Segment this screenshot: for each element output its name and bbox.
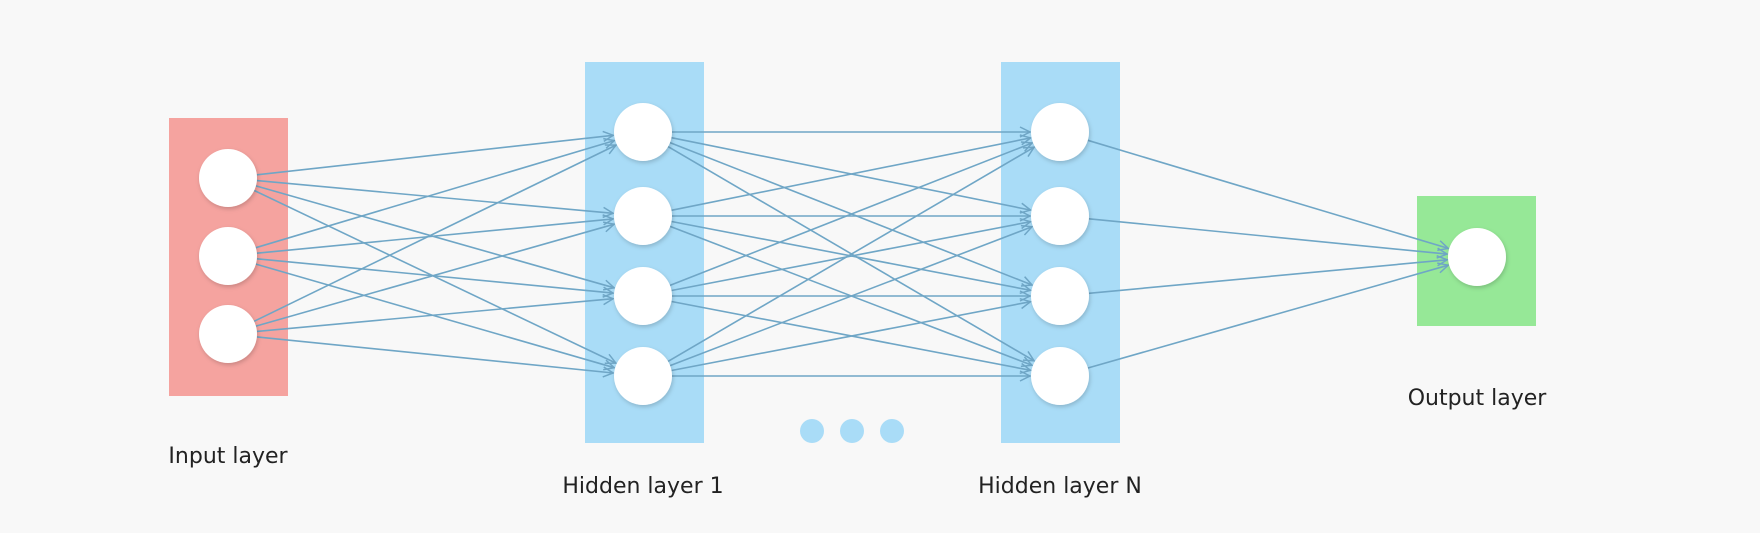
- ellipsis-dots: [800, 419, 904, 443]
- connection-arrow: [667, 147, 1034, 363]
- connection-arrow: [256, 336, 613, 373]
- hidden1-node: [614, 347, 672, 405]
- connection-arrow: [671, 138, 1030, 212]
- hiddenN-node: [1031, 103, 1089, 161]
- input-node: [199, 227, 257, 285]
- output-layer-label: Output layer: [1408, 386, 1548, 411]
- hidden1-node: [614, 187, 672, 245]
- connections: [253, 132, 1449, 376]
- connection-arrow: [1088, 218, 1447, 254]
- connection-arrow: [253, 145, 616, 323]
- connection-arrow: [1088, 260, 1447, 295]
- connection-arrow: [671, 302, 1031, 372]
- hiddenN-node: [1031, 267, 1089, 325]
- output-node: [1448, 228, 1506, 286]
- hidden-layer-1-label: Hidden layer 1: [562, 474, 723, 499]
- hidden1-node: [614, 267, 672, 325]
- ellipsis-dot: [800, 419, 824, 443]
- connection-arrow: [671, 222, 1031, 292]
- input-layer-label: Input layer: [168, 444, 288, 469]
- hiddenN-node: [1031, 347, 1089, 405]
- connection-arrow: [669, 143, 1032, 287]
- input-node: [199, 149, 257, 207]
- connection-arrow: [255, 263, 614, 368]
- connection-arrow: [256, 299, 613, 333]
- hidden1-node: [614, 103, 672, 161]
- ellipsis-dot: [840, 419, 864, 443]
- connection-arrow: [669, 227, 1032, 367]
- ellipsis-dot: [880, 419, 904, 443]
- input-node: [199, 305, 257, 363]
- connection-arrow: [255, 141, 615, 249]
- connection-arrow: [256, 179, 613, 214]
- connection-arrow: [1087, 139, 1449, 248]
- connection-arrow: [1087, 265, 1448, 369]
- connection-arrow: [256, 135, 613, 176]
- connection-arrow: [253, 189, 616, 364]
- hiddenN-node: [1031, 187, 1089, 245]
- hidden-layer-n-label: Hidden layer N: [978, 474, 1142, 499]
- connection-arrow: [256, 219, 613, 254]
- nodes: [199, 103, 1506, 405]
- connection-arrow: [255, 224, 614, 327]
